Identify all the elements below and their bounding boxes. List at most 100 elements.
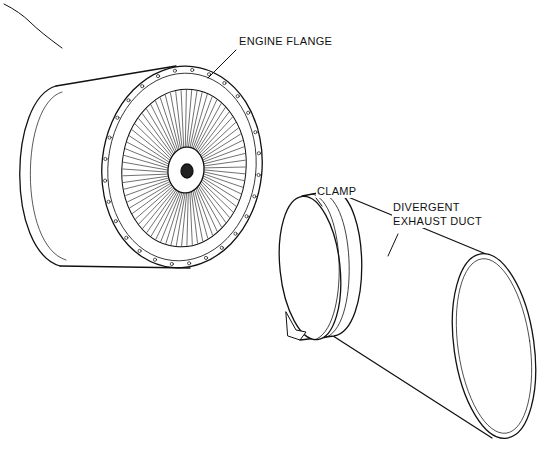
turbine-blade: [127, 142, 169, 164]
bolt-hole: [138, 249, 141, 252]
turbine-hub: [166, 145, 207, 195]
turbine-blade: [133, 185, 172, 214]
turbine-blade: [139, 119, 172, 157]
leader-line: [316, 198, 322, 206]
turbine-blade: [192, 95, 208, 148]
turbine-blade: [123, 176, 168, 182]
turbine-blade: [128, 182, 170, 202]
bolt-hole: [116, 116, 119, 119]
turbine-blade: [193, 97, 212, 148]
flange-rim: [99, 66, 266, 268]
hub-center: [181, 164, 193, 178]
turbine-blade: [190, 93, 202, 148]
turbine-blade: [202, 134, 240, 158]
bolt-hole: [141, 85, 144, 88]
turbine-blade: [136, 186, 173, 219]
clamp-face: [273, 193, 348, 342]
turbine-blade: [132, 130, 170, 161]
turbine-blade: [196, 189, 213, 235]
bolt-hole: [114, 220, 117, 223]
turbine-blade: [203, 141, 243, 161]
bolt-holes: [104, 68, 261, 265]
clamp-latch: [286, 312, 306, 340]
turbine-blade: [156, 192, 179, 239]
bolt-hole: [220, 246, 223, 249]
turbine-blade: [160, 98, 177, 150]
turbine-outer: [114, 83, 254, 253]
turbine-blade: [130, 136, 170, 162]
turbine-blade: [161, 192, 181, 241]
turbine-blade: [126, 180, 170, 196]
bolt-hole: [108, 136, 111, 139]
bolt-hole: [236, 95, 239, 98]
bolt-hole: [127, 99, 130, 102]
turbine-blade: [204, 167, 245, 169]
turbine-blade: [198, 112, 229, 152]
turbine-blade: [196, 104, 221, 150]
bolt-hole: [245, 215, 248, 218]
turbine-blade: [176, 193, 185, 246]
turbine-blade: [199, 185, 225, 223]
bolt-hole: [170, 262, 173, 265]
bolt-hole: [153, 258, 156, 261]
bolt-hole: [188, 262, 191, 265]
turbine-blade: [204, 160, 245, 166]
leader-line: [388, 234, 398, 256]
turbine-blade: [185, 90, 186, 147]
engine-flange: [92, 58, 272, 276]
turbine-blade: [200, 123, 235, 156]
bolt-hole: [247, 111, 250, 114]
turbine-blade: [151, 105, 175, 153]
leader-line: [208, 50, 236, 78]
bolt-hole: [104, 179, 107, 182]
turbine-blade: [188, 91, 197, 147]
turbine-blade: [187, 90, 192, 147]
turbine-blade: [204, 154, 245, 164]
turbine-blade: [200, 183, 229, 217]
turbine-blade: [197, 108, 225, 151]
bolt-hole: [191, 68, 194, 71]
turbine-blade: [147, 109, 174, 154]
turbine-blade: [203, 178, 239, 200]
turbine-blade: [203, 147, 244, 162]
part-label: CLAMP: [316, 184, 357, 198]
turbine-blade: [201, 128, 238, 157]
turbine-blade: [142, 114, 172, 156]
turbine-blade: [204, 170, 245, 174]
clamp-seam: [322, 193, 349, 338]
turbine-blade: [191, 192, 197, 243]
engine-back-edge: [20, 86, 60, 266]
bolt-hole: [254, 131, 257, 134]
turbine-blade: [181, 91, 184, 148]
bolt-hole: [223, 82, 226, 85]
turbine-blade: [190, 192, 192, 244]
engine-top-edge: [56, 66, 176, 86]
duct-outlet: [441, 248, 546, 443]
engine-band: [30, 92, 66, 260]
part-label: DIVERGENT EXHAUST DUCT: [392, 200, 490, 228]
bolt-hole: [125, 236, 128, 239]
turbine-blade: [166, 193, 182, 244]
turbine-blade: [124, 178, 169, 189]
part-label: ENGINE FLANGE: [238, 34, 333, 48]
turbine-blade: [198, 186, 221, 227]
turbine-blade: [187, 193, 188, 246]
bolt-hole: [204, 256, 207, 259]
duct-outlet-lip: [446, 254, 542, 438]
turbine-blades: [123, 90, 245, 246]
bolt-hole: [257, 152, 260, 155]
bolt-hole: [104, 157, 107, 160]
bolt-hole: [257, 173, 260, 176]
turbine-blade: [123, 169, 168, 172]
engine-line: [4, 4, 62, 48]
turbine-blade: [194, 100, 216, 149]
bolt-hole: [107, 200, 110, 203]
clamp-seam: [312, 194, 339, 340]
bolt-hole: [173, 69, 176, 72]
bolt-hole: [253, 195, 256, 198]
turbine-blade: [176, 92, 182, 148]
turbine-blade: [123, 174, 168, 176]
turbine-blade: [135, 124, 171, 158]
bolt-hole: [234, 232, 237, 235]
